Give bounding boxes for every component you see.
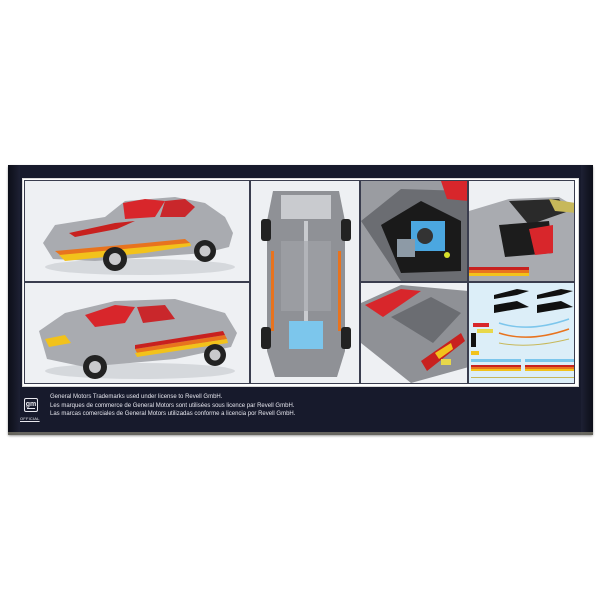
panel-rear-deck — [360, 282, 468, 384]
panel-rear-three-quarter — [24, 282, 250, 384]
panel-underside — [250, 180, 360, 384]
car-rear-view-illustration — [25, 283, 249, 383]
panel-engine-bay — [360, 180, 468, 282]
gm-logo-icon: gm — [24, 398, 38, 412]
legal-notice: General Motors Trademarks used under lic… — [50, 393, 295, 419]
gm-official-label: OFFICIAL — [20, 416, 40, 421]
legal-line-es: Las marcas comerciales de General Motors… — [50, 411, 296, 417]
chassis-underside-illustration — [251, 181, 359, 383]
panel-interior — [468, 180, 575, 282]
legal-line-en: General Motors Trademarks used under lic… — [50, 394, 223, 400]
panel-front-three-quarter — [24, 180, 250, 282]
box-right-bevel — [581, 165, 593, 435]
legal-line-fr: Les marques de commerce de General Motor… — [50, 402, 295, 409]
rear-deck-illustration — [361, 283, 467, 383]
box-left-bevel — [8, 165, 20, 435]
engine-bay-illustration — [361, 181, 467, 281]
panel-decal-sheet — [468, 282, 575, 384]
box-bottom-edge — [8, 432, 593, 435]
interior-illustration — [469, 181, 574, 281]
car-front-view-illustration — [25, 181, 249, 281]
decal-sheet-illustration — [469, 283, 574, 383]
